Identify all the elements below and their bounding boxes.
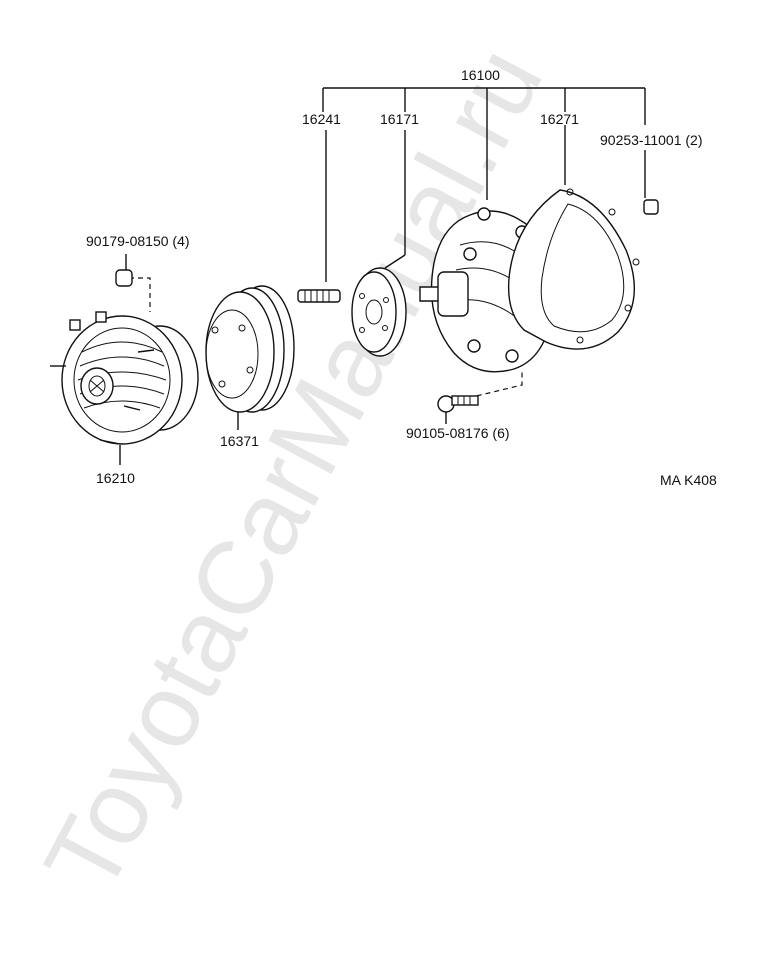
label-fluid-coupling: 16210 [96, 470, 135, 486]
bolt-drawing [437, 395, 479, 413]
pulley-drawing [205, 285, 295, 413]
label-pulley: 16371 [220, 433, 259, 449]
pulley-seat-drawing [351, 267, 407, 357]
gasket-drawing [507, 188, 640, 350]
nut-pump-drawing [643, 199, 659, 215]
label-gasket: 16271 [540, 111, 579, 127]
fluid-coupling-drawing [50, 311, 199, 445]
stud-drawing [297, 289, 341, 303]
nut-coupling-drawing [115, 269, 133, 287]
label-assembly: 16100 [461, 67, 500, 83]
label-nut-coupling: 90179-08150 (4) [86, 233, 190, 249]
label-bolt: 90105-08176 (6) [406, 425, 510, 441]
figure-code: MA K408 [660, 472, 717, 488]
label-stud: 16241 [302, 111, 341, 127]
label-pulley-seat: 16171 [380, 111, 419, 127]
leader-lines [119, 87, 646, 465]
label-nut-pump: 90253-11001 (2) [600, 132, 702, 148]
